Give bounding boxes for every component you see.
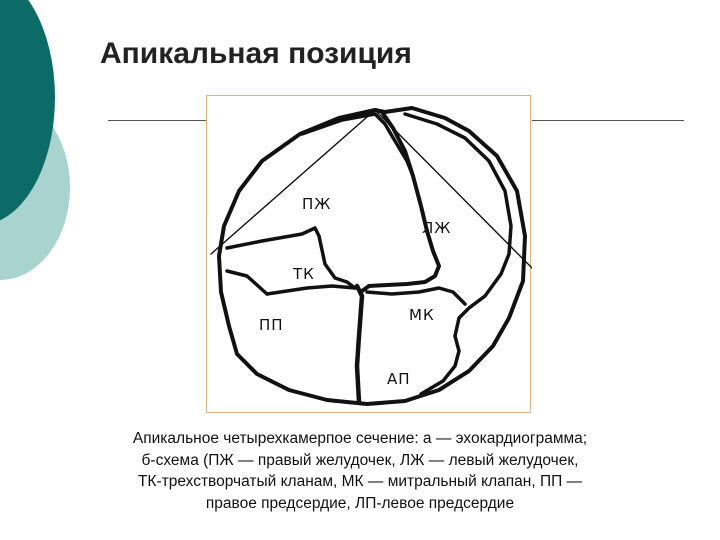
label-right-atrium: ПП bbox=[259, 316, 284, 334]
mitral-leaflet bbox=[365, 286, 467, 306]
caption-line-4: правое предсердие, ЛП-левое предсердие bbox=[205, 494, 515, 512]
label-rv: ПЖ bbox=[302, 195, 331, 213]
la-contour bbox=[419, 334, 461, 396]
reference-line-right bbox=[374, 109, 532, 269]
heart-outer-contour bbox=[217, 106, 527, 406]
label-left-atrium: АП bbox=[387, 370, 411, 388]
caption-line-2: б-схема (ПЖ — правый желудочек, ЛЖ — лев… bbox=[141, 451, 579, 469]
rv-inner-wall bbox=[225, 226, 357, 290]
heart-diagram-svg: ПЖ ЛЖ ТК МК ПП АП bbox=[210, 106, 532, 406]
label-mitral: МК bbox=[409, 306, 435, 324]
label-tricuspid: ТК bbox=[292, 265, 315, 283]
tricuspid-leaflet bbox=[265, 284, 357, 296]
heart-diagram: ПЖ ЛЖ ТК МК ПП АП bbox=[206, 95, 532, 413]
label-lv: ЛЖ bbox=[422, 219, 451, 237]
lv-inner-wall bbox=[403, 112, 513, 338]
rv-upper-contour bbox=[300, 112, 415, 178]
atrial-septum bbox=[354, 283, 365, 405]
title-rule-left bbox=[108, 120, 208, 121]
ra-inner-wall bbox=[225, 269, 269, 296]
caption-term-apical: Апикальное bbox=[132, 430, 219, 447]
caption-line-1-end: ; bbox=[582, 430, 588, 447]
caption-line-3: ТК-трехстворчатый кланам, МК — митральны… bbox=[137, 473, 583, 490]
figure-caption: Апикальное четырехкамерпое сечение: а — … bbox=[80, 428, 640, 514]
caption-line-1: Апикальное четырехкамерпое сечение: а — … bbox=[80, 428, 640, 450]
slide-title: Апикальная позиция bbox=[100, 37, 412, 70]
decorative-circles bbox=[0, 0, 80, 300]
title-rule-right bbox=[532, 120, 684, 121]
reference-line-left bbox=[210, 109, 376, 255]
interventricular-septum bbox=[360, 110, 441, 293]
caption-term-echo: эхокардиограмма bbox=[455, 430, 583, 447]
caption-line-1-text: четырехкамерпое сечение: а — bbox=[218, 430, 456, 447]
